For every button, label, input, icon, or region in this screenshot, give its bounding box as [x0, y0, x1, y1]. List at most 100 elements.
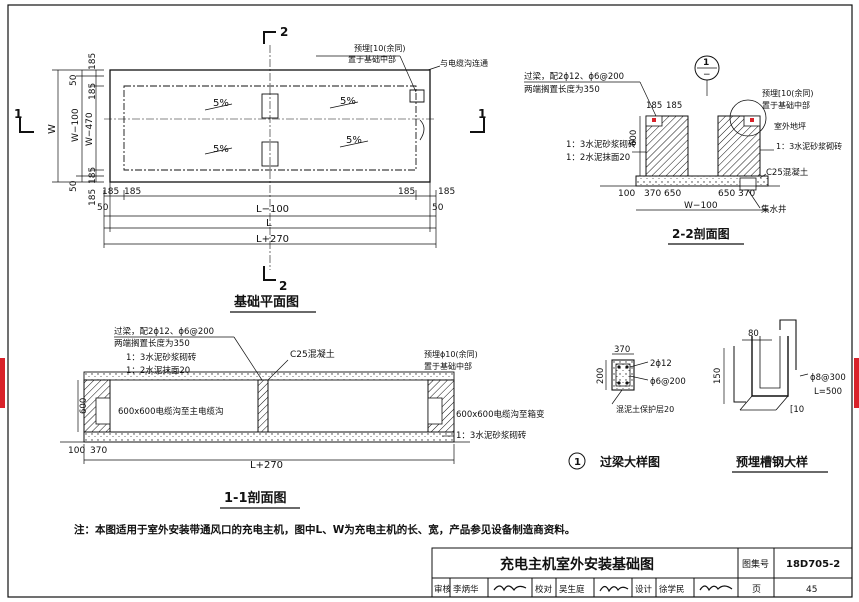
sec22-dim-600: 600 [629, 130, 639, 146]
plan-dim-185-bl2: 185 [124, 187, 141, 197]
section-mark-2-bottom: 2 [279, 279, 287, 293]
sec22-dim-185-b: 185 [666, 101, 682, 111]
section-cut-2-bottom [263, 266, 276, 281]
sec22-outdoor-ground: 室外地坪 [774, 121, 806, 131]
sec22-mortar-left-2: 1：2水泥抹面20 [566, 152, 630, 163]
plan-vertical-dimension-lines [52, 69, 104, 183]
slope-label-4: 5% [346, 135, 362, 146]
section-cut-1-right [470, 118, 485, 133]
reviewer-name: 李炳华 [453, 584, 479, 595]
lintel-title: 过梁大样图 [600, 454, 660, 469]
plan-dim-L270: L+270 [256, 234, 289, 245]
channel-detail-drawing [723, 319, 809, 411]
slope-label-3: 5% [213, 144, 229, 155]
channel-dim-80: 80 [748, 329, 759, 339]
plan-horizontal-dimension-lines [103, 182, 437, 248]
plan-dim-50-top: 50 [69, 74, 79, 86]
detail-ref-sheet: − [703, 70, 711, 80]
foundation-plan [104, 45, 436, 270]
sec11-lintel-note-1: 过梁，配2ϕ12、ϕ6@200 [114, 326, 214, 337]
sec11-trench-left: 600x600电缆沟至主电缆沟 [118, 406, 223, 417]
plan-dim-L: L [266, 218, 272, 229]
plan-dim-50-right: 50 [432, 203, 444, 213]
section-cut-1-left [19, 118, 34, 133]
channel-title: 预埋槽钢大样 [736, 454, 808, 469]
sec22-concrete: C25混凝土 [766, 167, 809, 178]
sec11-dim-600: 600 [79, 398, 89, 414]
plan-dim-50-bottom: 50 [69, 180, 79, 192]
sec11-mortar-2: 1：2水泥抹面20 [126, 365, 190, 376]
review-label: 审核 [434, 584, 452, 595]
lintel-detail-drawing [605, 353, 649, 391]
sec11-embed-note-2: 置于基础中部 [424, 361, 472, 371]
page-label: 页 [752, 584, 761, 595]
lintel-dim-200: 200 [596, 368, 606, 384]
sec22-dim-650-b: 650 [718, 189, 735, 199]
sec22-dim-W100: W−100 [684, 201, 718, 211]
sec11-concrete: C25混凝土 [290, 348, 335, 360]
sec11-mortar-right: 1：3水泥砂浆砌砖 [456, 430, 527, 441]
sec11-mortar-1: 1：3水泥砂浆砌砖 [126, 352, 197, 363]
plan-dim-185-br: 185 [398, 187, 415, 197]
section-1-1-drawing [60, 371, 470, 443]
sec22-mortar-right: 1：3水泥砂浆砌砖 [776, 141, 842, 151]
sec11-dim-370: 370 [90, 446, 107, 456]
plan-dim-W100: W−100 [71, 108, 81, 142]
channel-rebar: ϕ8@300 [810, 373, 846, 383]
slope-label-2: 5% [340, 96, 356, 107]
designer-signature [699, 585, 733, 592]
right-edge-tab [854, 358, 859, 408]
plan-dim-185-top-b: 185 [88, 83, 98, 100]
lintel-rebar-main: 2ϕ12 [650, 359, 672, 369]
sec22-mortar-left-1: 1：3水泥砂浆砌砖 [566, 139, 637, 150]
atlas-number: 18D705-2 [786, 559, 840, 570]
plan-dim-185-top-a: 185 [88, 53, 98, 70]
channel-dim-150: 150 [713, 368, 723, 384]
sec11-trench-right: 600x600电缆沟至箱变 [456, 409, 545, 420]
detail-ref-number: 1 [703, 58, 709, 68]
plan-embed-note-1: 预埋[10(余同) [354, 43, 406, 53]
sec22-dim-650-a: 650 [664, 189, 681, 199]
general-note: 注：本图适用于室外安装带通风口的充电主机，图中L、W为充电主机的长、宽，产品参见… [74, 523, 575, 536]
lintel-ref-circle [568, 452, 586, 470]
sec22-embed-note-1: 预埋[10(余同) [762, 88, 814, 98]
plan-title: 基础平面图 [233, 294, 299, 310]
section-2-2-drawing [600, 99, 780, 191]
sec11-dim-100: 100 [68, 446, 85, 456]
sec11-lintel-note-2: 两端搁置长度为350 [114, 338, 190, 349]
plan-dim-W: W [47, 124, 58, 134]
designer-name: 徐学民 [659, 584, 685, 595]
sec22-lintel-note-1: 过梁，配2ϕ12、ϕ6@200 [524, 71, 624, 82]
channel-profile: [10 [790, 405, 804, 415]
sec22-dim-370-b: 370 [738, 189, 755, 199]
plan-cable-note: 与电缆沟连通 [440, 58, 488, 68]
page-number: 45 [806, 585, 817, 595]
plan-dim-185-br2: 185 [438, 187, 455, 197]
plan-dim-185-bottom-b: 185 [88, 189, 98, 206]
plan-dim-50-left: 50 [97, 203, 109, 213]
lintel-rebar-stirrup: ϕ6@200 [650, 377, 686, 387]
atlas-label: 图集号 [742, 558, 769, 570]
sec22-dim-370-a: 370 [644, 189, 661, 199]
sec22-sump: 集水井 [761, 204, 787, 215]
sec11-embed-note-1: 预埋ϕ10(余同) [424, 349, 478, 359]
drawing-title: 充电主机室外安装基础图 [500, 556, 654, 573]
sheet-border [7, 4, 853, 598]
lintel-dim-370: 370 [614, 345, 630, 355]
plan-dim-185-bl: 185 [102, 187, 119, 197]
sec22-embed-note-2: 置于基础中部 [762, 100, 810, 110]
sec11-title: 1-1剖面图 [224, 490, 287, 506]
section-mark-1-right: 1 [478, 107, 486, 121]
checker-signature [599, 585, 629, 593]
check-label: 校对 [535, 584, 553, 595]
section-cut-2-top [263, 31, 276, 44]
lintel-ref-number: 1 [574, 457, 581, 468]
sec22-dim-185-a: 185 [646, 101, 662, 111]
lintel-cover: 混泥土保护层20 [616, 404, 674, 414]
title-block-frame [431, 547, 853, 598]
plan-embed-note-2: 置于基础中部 [348, 54, 396, 64]
sec22-dim-100: 100 [618, 189, 635, 199]
plan-dim-185-bottom-a: 185 [88, 167, 98, 184]
section-mark-1-left: 1 [14, 107, 22, 121]
channel-length: L=500 [814, 387, 842, 397]
